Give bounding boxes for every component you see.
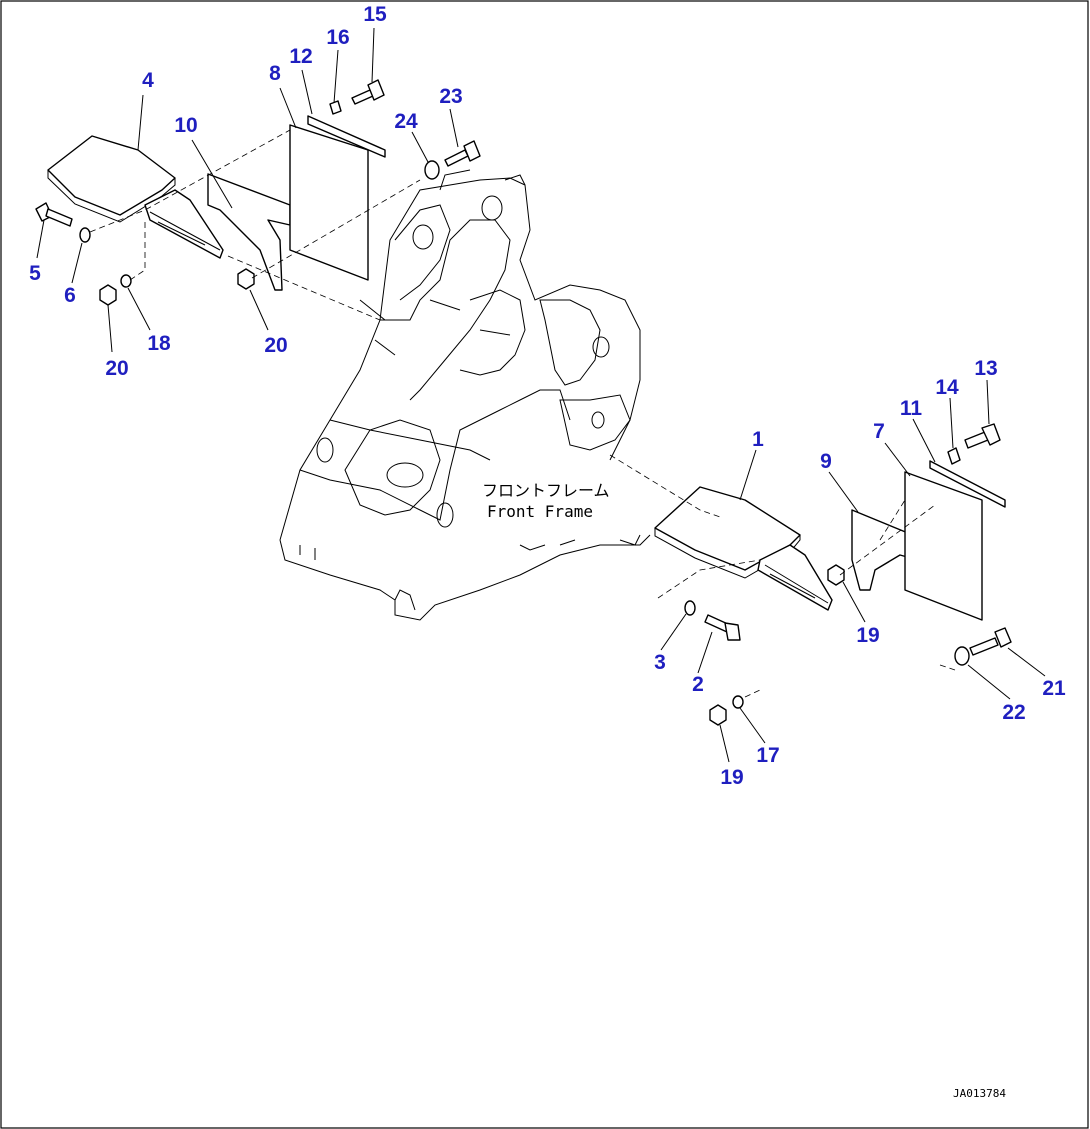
mud-flap-left — [289, 124, 369, 281]
callout-1: 1 — [752, 428, 764, 451]
drawing-id: JA013784 — [953, 1087, 1006, 1100]
fender-bracket-right — [757, 544, 833, 611]
washer-17 — [732, 695, 744, 709]
bolt-23 — [444, 140, 481, 167]
callout-7: 7 — [873, 420, 885, 443]
frame-caption-english: Front Frame — [487, 502, 593, 521]
nut-20b — [237, 268, 255, 290]
mud-flap-right — [904, 471, 983, 621]
callout-11: 11 — [900, 397, 923, 420]
bolt-13 — [964, 423, 1001, 449]
right-fender-assembly — [609, 423, 1012, 726]
frame-caption-japanese: フロントフレーム — [482, 481, 610, 500]
callout-20-left: 20 — [105, 357, 128, 380]
callout-15: 15 — [363, 3, 387, 26]
nut-19b — [709, 704, 727, 726]
callout-21: 21 — [1042, 677, 1066, 700]
callout-9: 9 — [820, 450, 832, 473]
washer-18 — [120, 274, 132, 288]
callout-16: 16 — [326, 26, 349, 49]
washer-16 — [329, 100, 342, 115]
bolt-21 — [969, 627, 1012, 656]
callout-2: 2 — [692, 673, 704, 696]
washer-3 — [684, 600, 696, 616]
callout-19-right: 19 — [856, 624, 879, 647]
callout-13: 13 — [974, 357, 997, 380]
callout-19-bottom: 19 — [720, 766, 743, 789]
fender-left — [47, 135, 176, 216]
callout-12: 12 — [289, 45, 312, 68]
callout-8: 8 — [269, 62, 281, 85]
callout-14: 14 — [935, 376, 959, 399]
fender-right — [654, 486, 801, 571]
callout-4: 4 — [142, 69, 154, 92]
callout-23: 23 — [439, 85, 462, 108]
callout-6: 6 — [64, 284, 76, 307]
callout-labels: 1 2 3 4 5 6 7 8 9 10 11 12 13 14 15 16 1… — [29, 3, 1066, 789]
callout-3: 3 — [654, 651, 666, 674]
bolt-5 — [35, 202, 73, 227]
nut-20a — [99, 284, 117, 306]
washer-6 — [79, 227, 91, 243]
bolt-15 — [351, 79, 385, 105]
callout-5: 5 — [29, 262, 41, 285]
callout-22: 22 — [1002, 701, 1025, 724]
callout-20-center: 20 — [264, 334, 287, 357]
nut-19a — [827, 564, 845, 586]
callout-10: 10 — [174, 114, 197, 137]
washer-14 — [947, 447, 961, 465]
bolt-2 — [704, 614, 741, 641]
washer-22 — [954, 646, 970, 666]
callout-17: 17 — [756, 744, 779, 767]
callout-24: 24 — [394, 110, 418, 133]
strip-left — [307, 115, 386, 158]
leader-lines — [36, 27, 1046, 763]
washer-24 — [424, 160, 440, 180]
strip-right — [929, 460, 1006, 508]
front-frame — [279, 169, 651, 621]
callout-18: 18 — [147, 332, 171, 355]
